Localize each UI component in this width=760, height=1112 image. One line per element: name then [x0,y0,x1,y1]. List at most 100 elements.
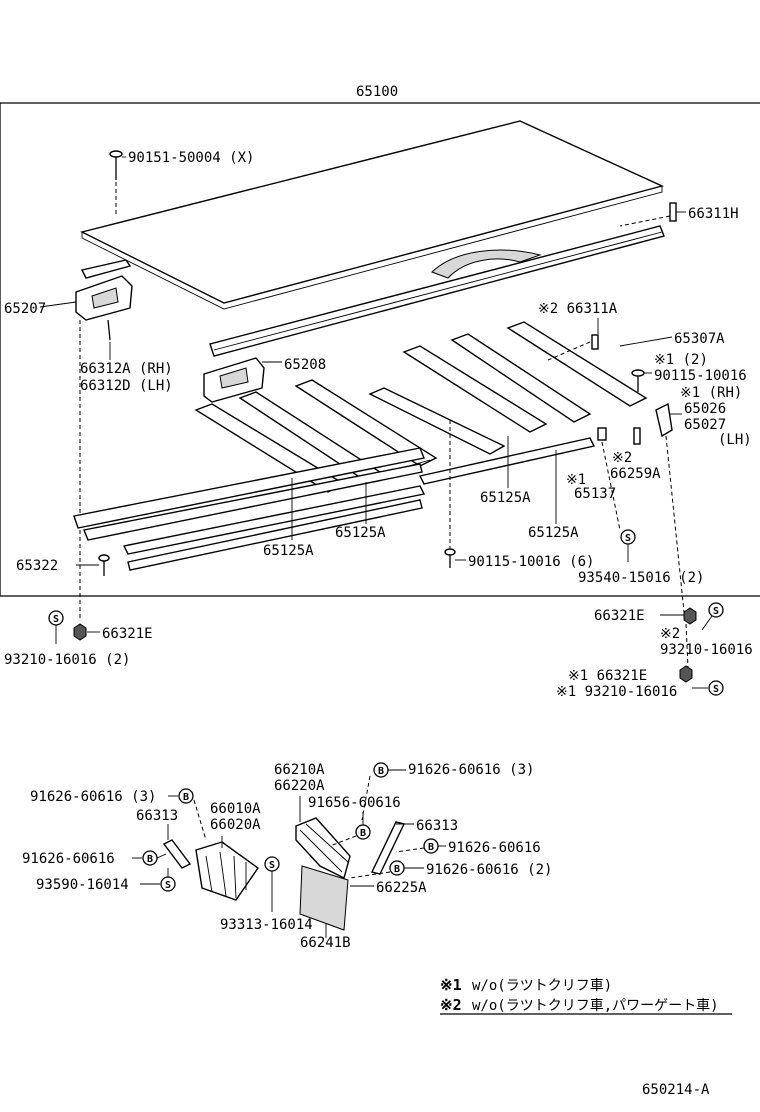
label-66241B: 66241B [300,935,351,951]
bolt-90115-bottom [444,420,466,568]
label-93313: 93313-16014 [220,917,313,933]
pin-66311H [619,202,686,227]
mudguard-66010A [195,841,259,901]
label-91656: 91656-60616 [308,795,401,811]
badge-s-93540: S [620,529,636,545]
label-65207: 65207 [4,301,46,317]
screw-90151 [109,150,126,215]
footnote-1-text: w/o(ラツトクリフ車) [472,977,612,994]
badge-b-91626-d: B [423,838,439,854]
leader-note-nut [685,623,689,669]
assembly-frame [0,102,760,597]
label-66311A: ※2 66311A [538,301,618,317]
badge-s-93313: S [264,856,280,872]
bracket-65208 [203,357,282,403]
label-assy: 65100 [356,84,398,100]
diagram-code: 650214-A [642,1082,710,1098]
badge-s-93540-letter: S [625,533,631,544]
label-66010A: 66010A [210,801,261,817]
bolt-65322 [76,554,110,576]
footnote-1-mark: ※1 [440,976,462,994]
label-66313-left: 66313 [136,808,178,824]
label-66312A: 66312A (RH) [80,361,173,377]
badge-b-91626-a-letter: B [378,766,384,777]
footnote-1: ※1 w/o(ラツトクリフ車) [440,976,612,994]
badge-s-93590: S [160,876,176,892]
badge-b-91626-c: B [142,850,158,866]
label-66020A: 66020A [210,817,261,833]
label-note2a: ※2 [612,450,632,466]
bracket-65207 [39,275,133,620]
dash-91626-e [349,871,391,879]
badge-b-91626-e-letter: B [394,864,400,875]
label-91626-e: 91626-60616 (2) [426,862,552,878]
label-90115-right: 90115-10016 [654,368,747,384]
dash-91626-b [193,799,207,841]
side-rail-upper [80,225,665,357]
badge-s-93210-right-letter: S [713,606,719,617]
leader-91626-c2 [156,853,167,859]
badge-s-93313-letter: S [269,860,275,871]
label-66313-right: 66313 [416,818,458,834]
badge-b-91626-e: B [389,860,405,876]
label-65027: 65027 [684,417,726,433]
label-65208: 65208 [284,357,326,373]
label-90115-bottom: 90115-10016 (6) [468,554,594,570]
bracket-66313-left [162,824,192,869]
label-93210-left: 93210-16016 (2) [4,652,130,668]
footnote-2: ※2 w/o(ラツトクリフ車,パワーゲート車) [440,996,732,1015]
label-screw-top: 90151-50004 (X) [128,150,254,166]
label-91626-a: 91626-60616 (3) [408,762,534,778]
label-65307A: 65307A [674,331,725,347]
label-65125A-rr: 65125A [528,525,579,541]
badge-b-91626-d-letter: B [428,842,434,853]
label-91626-b: 91626-60616 (3) [30,789,156,805]
badge-b-91626-b: B [178,788,194,804]
label-note1b: ※1 [566,472,586,488]
badge-s-93210-left: S [48,610,64,626]
badge-s-93210-note: S [708,680,724,696]
collar-66259A [597,427,641,531]
nut-66321E-left [73,623,100,641]
label-66321E-left: 66321E [102,626,153,642]
nut-66321E-right [660,607,697,625]
label-66259A: 66259A [610,466,661,482]
badge-b-91626-b-letter: B [183,792,189,803]
label-66321E-note: ※1 66321E [568,668,647,684]
deck-board [80,120,665,310]
pin-66311A [547,318,599,361]
bracket-65026 [655,402,685,613]
badge-s-93210-note-letter: S [713,684,719,695]
label-91626-c: 91626-60616 [22,851,115,867]
label-65125A-l: 65125A [263,543,314,559]
badge-b-91626-c-letter: B [147,854,153,865]
floor-rails-lower [73,437,596,571]
badge-s-93210-right: S [708,602,724,618]
label-66210A: 66210A [274,762,325,778]
label-66312D: 66312D (LH) [80,378,173,394]
badge-b-91656: B [355,824,371,840]
badge-s-93210-left-letter: S [53,614,59,625]
badge-b-91626-a: B [373,762,389,778]
label-93590: 93590-16014 [36,877,129,893]
footnote-2-mark: ※2 [440,996,462,1014]
mudflap-66241B [299,865,349,931]
label-66225A: 66225A [376,880,427,896]
nut-66321E-note [679,665,693,683]
bolt-90115-right [631,369,652,392]
bracket-66313-right [370,821,414,875]
label-note1-rh: ※1 (RH) [680,385,742,401]
cross-members [194,321,648,493]
leader-93210-right [701,615,713,631]
label-65322: 65322 [16,558,58,574]
label-93210-right: 93210-16016 [660,642,753,658]
badge-s-93590-letter: S [165,880,171,891]
dash-91656 [329,835,357,847]
label-91626-d: 91626-60616 [448,840,541,856]
label-93210-note: ※1 93210-16016 [556,684,677,700]
label-93540: 93540-15016 (2) [578,570,704,586]
footnote-2-text: w/o(ラツトクリフ車,パワーゲート車) [472,997,719,1014]
dash-91626-d [395,847,425,853]
label-65026: 65026 [684,401,726,417]
